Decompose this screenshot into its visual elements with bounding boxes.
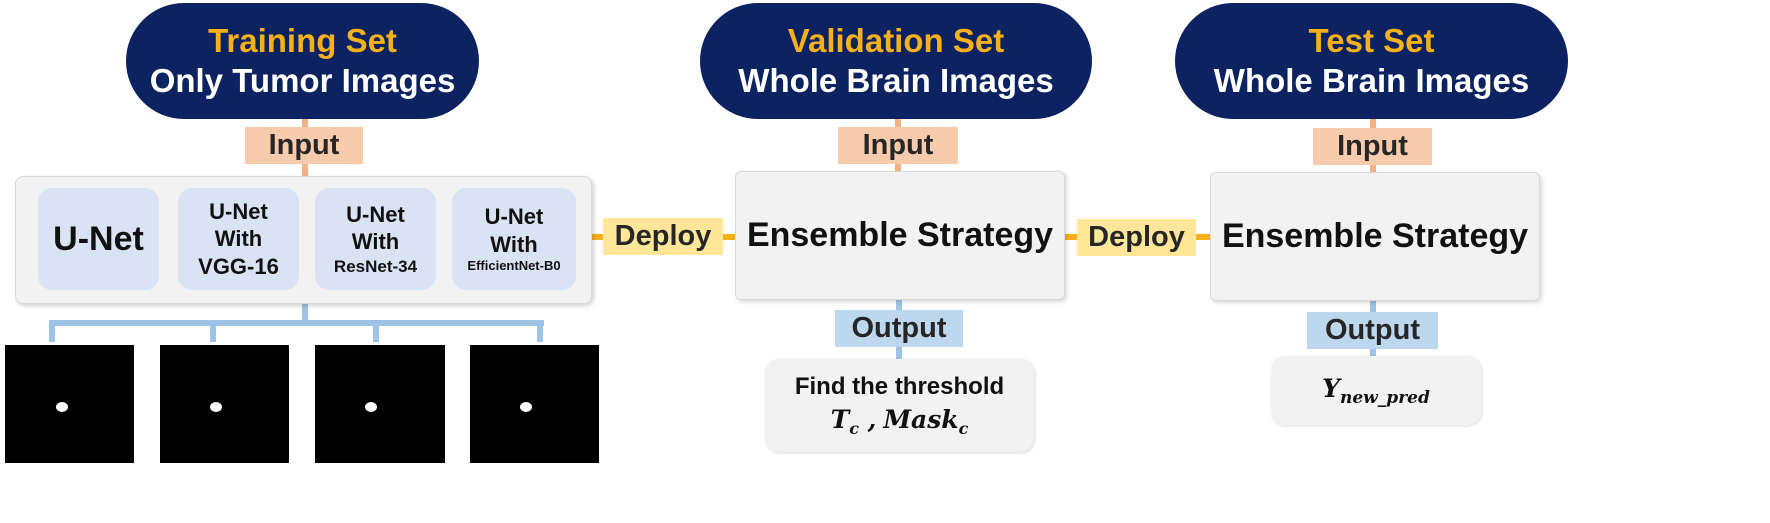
connector-drop-4 <box>537 320 543 342</box>
tumor-blob-icon <box>520 402 532 412</box>
formula-separator: , <box>858 405 877 434</box>
test-set-title: Test Set <box>1308 21 1435 59</box>
model-vgg16-line2: With <box>214 226 263 252</box>
validation-output-box: Find the threshold Tc , Maskc <box>765 359 1034 452</box>
validation-output-tag: Output <box>835 310 963 347</box>
mask-image-2 <box>160 345 289 463</box>
tumor-blob-icon <box>56 402 68 412</box>
mask-symbol: Mask <box>883 405 959 434</box>
deploy-tag-2: Deploy <box>1077 219 1196 256</box>
model-unet-efficientnet-b0: U-Net With EfficientNet-B0 <box>452 188 576 290</box>
connector-drop-3 <box>373 320 379 342</box>
model-unet: U-Net <box>38 188 159 290</box>
training-set-pill: Training Set Only Tumor Images <box>126 3 479 119</box>
training-set-subtitle: Only Tumor Images <box>149 62 456 99</box>
deploy-tag-1: Deploy <box>603 218 723 255</box>
model-vgg16-line1: U-Net <box>209 198 268 224</box>
tumor-blob-icon <box>210 402 222 412</box>
validation-output-formula: Tc , Maskc <box>831 405 969 438</box>
model-unet-vgg16: U-Net With VGG-16 <box>178 188 299 290</box>
threshold-subscript: c <box>849 419 859 438</box>
threshold-symbol: T <box>830 405 850 434</box>
connector-drop-1 <box>49 320 55 342</box>
validation-set-pill: Validation Set Whole Brain Images <box>700 3 1092 119</box>
validation-output-text: Find the threshold <box>794 373 1005 400</box>
test-output-tag: Output <box>1307 312 1438 349</box>
training-input-tag: Input <box>245 127 363 164</box>
tumor-blob-icon <box>365 402 377 412</box>
model-efficientnet-line2: With <box>490 231 538 257</box>
connector-models-trunk <box>302 304 308 326</box>
test-set-subtitle: Whole Brain Images <box>1213 62 1530 99</box>
model-efficientnet-line3: EfficientNet-B0 <box>467 258 561 274</box>
model-resnet34-line2: With <box>351 229 400 255</box>
mask-image-4 <box>470 345 599 463</box>
model-resnet34-line3: ResNet-34 <box>333 256 418 276</box>
prediction-subscript: new_pred <box>1340 387 1430 408</box>
mask-image-1 <box>5 345 134 463</box>
prediction-symbol: Y <box>1322 373 1340 403</box>
validation-set-subtitle: Whole Brain Images <box>738 62 1054 99</box>
validation-set-title: Validation Set <box>787 21 1005 59</box>
connector-models-bus <box>49 320 544 326</box>
validation-ensemble-box: Ensemble Strategy <box>735 171 1065 300</box>
test-output-formula: Ynew_pred <box>1322 374 1430 408</box>
validation-input-tag: Input <box>838 127 958 164</box>
test-ensemble-box: Ensemble Strategy <box>1210 172 1540 301</box>
model-efficientnet-line1: U-Net <box>484 204 544 230</box>
mask-subscript: c <box>958 419 969 438</box>
test-set-pill: Test Set Whole Brain Images <box>1175 3 1568 119</box>
model-unet-label: U-Net <box>53 219 144 258</box>
training-set-title: Training Set <box>208 21 397 59</box>
test-output-box: Ynew_pred <box>1271 356 1481 425</box>
connector-drop-2 <box>210 320 216 342</box>
model-resnet34-line1: U-Net <box>346 201 405 227</box>
model-unet-resnet34: U-Net With ResNet-34 <box>315 188 436 290</box>
mask-image-3 <box>315 345 445 463</box>
model-vgg16-line3: VGG-16 <box>198 253 279 279</box>
test-input-tag: Input <box>1313 128 1432 165</box>
